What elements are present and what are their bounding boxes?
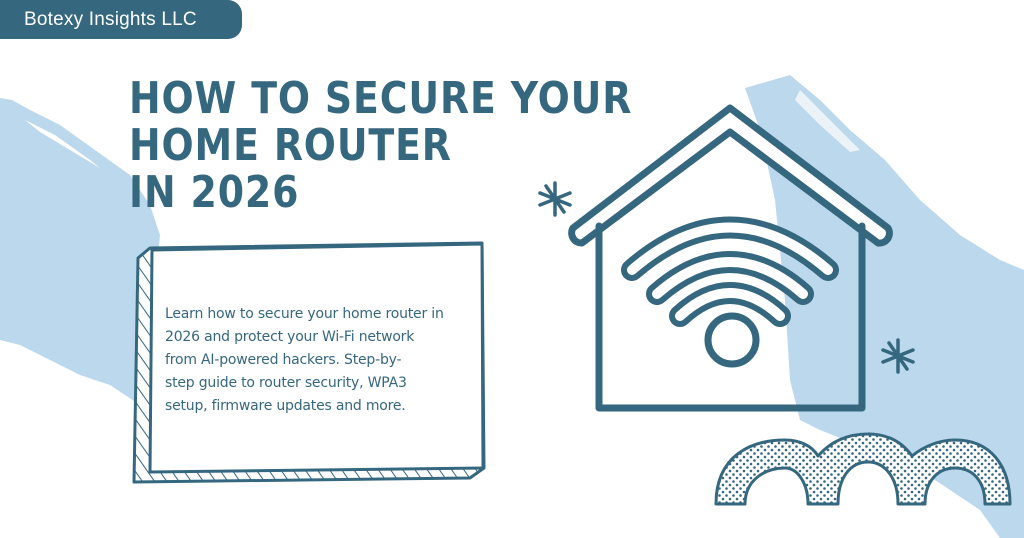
description-line: Learn how to secure your home router in xyxy=(165,306,444,322)
description-text: Learn how to secure your home router in … xyxy=(165,303,485,418)
asterisk-icon xyxy=(538,181,572,217)
description-line: 2026 and protect your Wi-Fi network xyxy=(165,329,415,345)
description-line: setup, firmware updates and more. xyxy=(165,398,406,414)
title-line-3: IN 2026 xyxy=(129,167,300,218)
left-brush-stroke xyxy=(0,98,160,405)
house-wifi-icon xyxy=(568,104,893,412)
description-line: from AI-powered hackers. Step-by- xyxy=(165,352,402,368)
title-line-2: HOME ROUTER xyxy=(129,120,452,171)
description-card-frame xyxy=(132,241,486,484)
page-title: HOW TO SECURE YOUR HOME ROUTER IN 2026 xyxy=(129,75,632,216)
asterisk-icon xyxy=(881,338,915,374)
brand-name: Botexy Insights LLC xyxy=(24,8,197,30)
title-line-1: HOW TO SECURE YOUR xyxy=(129,73,633,124)
brand-badge: Botexy Insights LLC xyxy=(0,0,242,39)
description-line: step guide to router security, WPA3 xyxy=(165,375,407,391)
dotted-arches-icon xyxy=(714,432,1012,506)
